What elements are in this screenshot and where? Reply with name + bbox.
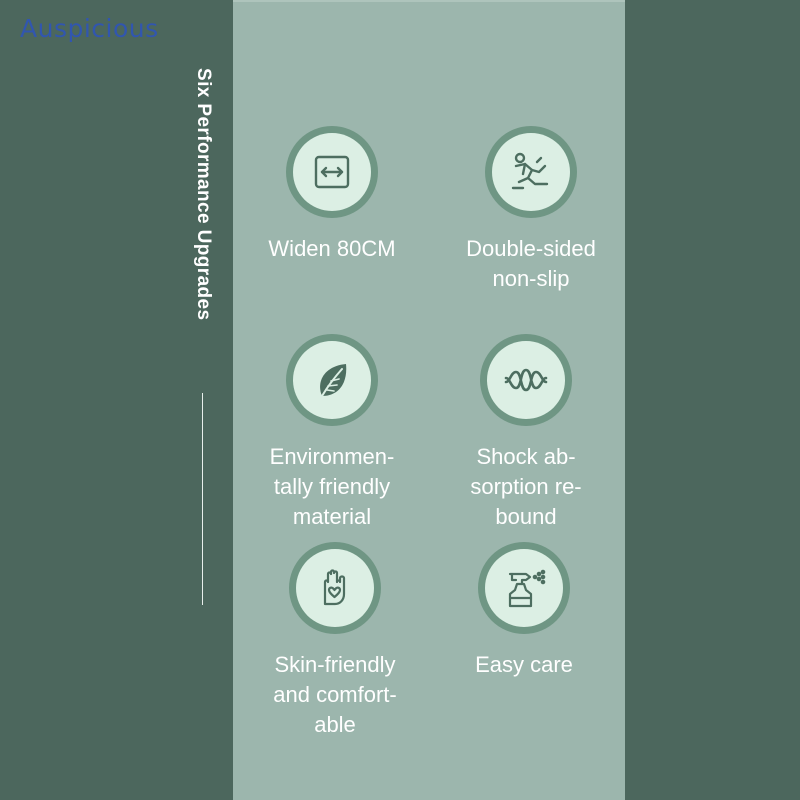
feature-caption: Environmen- tally friendly material <box>247 442 417 532</box>
caption-line: tally friendly <box>273 474 391 499</box>
panel-top-accent <box>233 0 625 2</box>
brand-watermark: Auspicious <box>20 14 159 43</box>
caption-line: bound <box>495 504 557 529</box>
feature-widen: Widen 80CM <box>247 126 417 264</box>
feature-eco-material: Environmen- tally friendly material <box>247 334 417 532</box>
feature-skin-friendly: Skin-friendly and comfort- able <box>250 542 420 740</box>
feature-caption: Easy care <box>439 650 609 680</box>
caption-line: Widen 80CM <box>268 236 396 261</box>
feature-badge <box>286 334 378 426</box>
feature-caption: Widen 80CM <box>247 234 417 264</box>
person-slip-icon <box>492 133 570 211</box>
caption-line: Skin-friendly <box>274 652 396 677</box>
feature-caption: Double-sided non-slip <box>446 234 616 294</box>
caption-line: able <box>314 712 356 737</box>
feature-badge <box>478 542 570 634</box>
spray-bottle-icon <box>485 549 563 627</box>
feature-caption: Shock ab- sorption re- bound <box>441 442 611 532</box>
feature-badge <box>485 126 577 218</box>
hand-heart-icon <box>296 549 374 627</box>
section-heading: Six Performance Upgrades <box>190 68 218 378</box>
arrows-width-icon <box>293 133 371 211</box>
caption-line: material <box>292 504 372 529</box>
divider-line <box>202 393 203 605</box>
wave-spring-icon <box>487 341 565 419</box>
feature-caption: Skin-friendly and comfort- able <box>250 650 420 740</box>
caption-line: and comfort- <box>273 682 397 707</box>
caption-line: sorption re- <box>470 474 582 499</box>
feature-non-slip: Double-sided non-slip <box>446 126 616 294</box>
section-heading-text: Six Performance Upgrades <box>193 68 214 321</box>
feature-easy-care: Easy care <box>439 542 609 680</box>
caption-line: non-slip <box>492 266 570 291</box>
caption-line: Easy care <box>475 652 573 677</box>
feature-shock-absorption: Shock ab- sorption re- bound <box>441 334 611 532</box>
feature-badge <box>286 126 378 218</box>
caption-line: Shock ab- <box>476 444 576 469</box>
feature-badge <box>480 334 572 426</box>
caption-line: Environmen- <box>269 444 395 469</box>
feature-badge <box>289 542 381 634</box>
caption-line: Double-sided <box>466 236 596 261</box>
leaf-icon <box>293 341 371 419</box>
